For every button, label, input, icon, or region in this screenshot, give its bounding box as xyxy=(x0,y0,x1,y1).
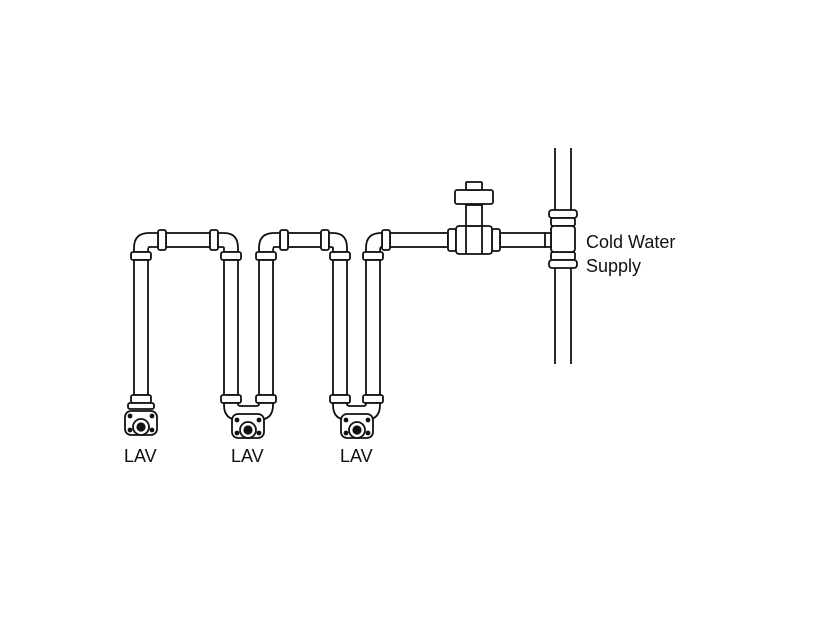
lav-label-1: LAV xyxy=(124,446,157,466)
lav-fitting-3 xyxy=(340,413,374,439)
risers xyxy=(130,251,384,404)
supply-main-pipe xyxy=(538,148,578,364)
top-runs xyxy=(157,229,391,251)
lav-fitting-1 xyxy=(124,402,158,436)
supply-label-line1: Cold Water xyxy=(586,232,675,252)
branch-pipe xyxy=(389,228,546,252)
lav-fitting-2 xyxy=(231,413,265,439)
lav-label-3: LAV xyxy=(340,446,373,466)
shutoff-valve xyxy=(454,181,494,255)
supply-label-line2: Supply xyxy=(586,256,641,276)
top-elbows xyxy=(133,232,383,253)
lav-label-2: LAV xyxy=(231,446,264,466)
